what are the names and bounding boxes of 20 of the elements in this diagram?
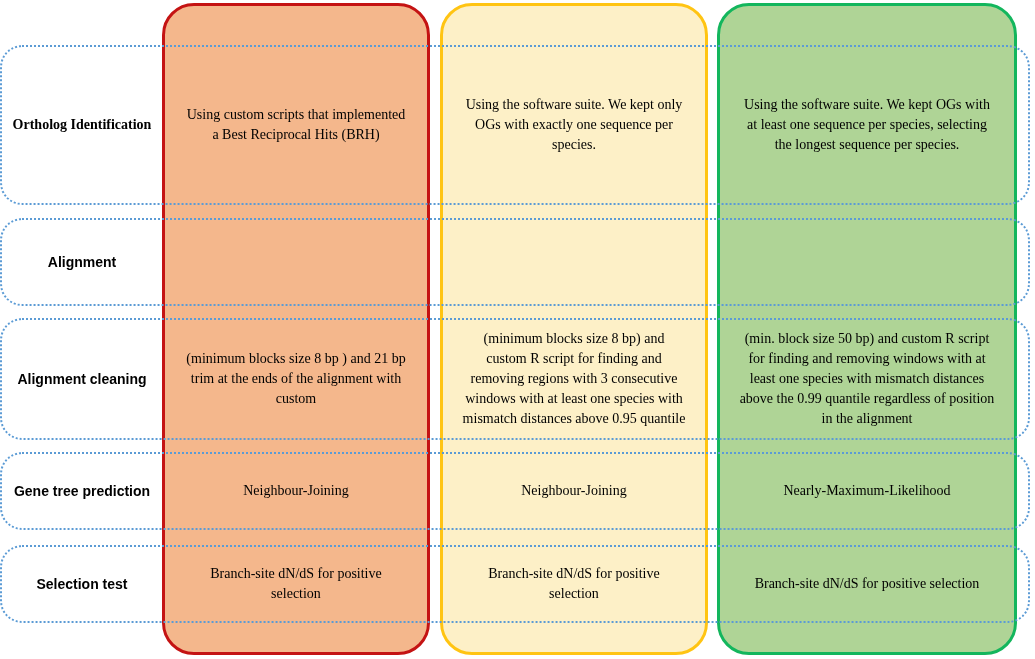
row-heading: Selection test bbox=[35, 576, 129, 592]
row-heading: Ortholog Identification bbox=[12, 117, 152, 133]
cell-text: (minimum blocks size 8 bp ) and 21 bp trim at the ends of the alignment with custom bbox=[185, 350, 407, 408]
cell-text: Using custom scripts that implemented a Best Reciprocal Hits (BRH) bbox=[185, 106, 407, 144]
column-panel bbox=[717, 3, 1017, 655]
cell-text: Neighbour-Joining bbox=[520, 482, 628, 500]
cell-text: Nearly-Maximum-Likelihood bbox=[782, 482, 952, 500]
cell-text: Using the software suite. We kept OGs with at least one sequence per species, selecting the longest sequence per species. bbox=[743, 96, 991, 154]
cell-text: Using the software suite. We kept only OGs with exactly one sequence per species. bbox=[464, 96, 684, 154]
cell-text: Branch-site dN/dS for positive selection bbox=[487, 565, 661, 603]
row-heading: Gene tree prediction bbox=[12, 483, 152, 499]
cell-text: (min. block size 50 bp) and custom R script for finding and removing windows with at least one species with mismatch distances above the 0.99 quantile regardless of position in the alignment bbox=[739, 330, 995, 428]
cell-text: Neighbour-Joining bbox=[242, 482, 350, 500]
column-panel bbox=[440, 3, 708, 655]
cell-text: Branch-site dN/dS for positive selection bbox=[209, 565, 383, 603]
row-heading: Alignment cleaning bbox=[16, 371, 148, 387]
column-panel bbox=[162, 3, 430, 655]
cell-text: Branch-site dN/dS for positive selection bbox=[753, 575, 981, 593]
cell-text: (minimum blocks size 8 bp) and custom R script for finding and removing regions with 3 consecutive windows with at least one species with mismatch distances above 0.95 quantile bbox=[462, 330, 686, 428]
row-heading: Alignment bbox=[46, 254, 118, 270]
